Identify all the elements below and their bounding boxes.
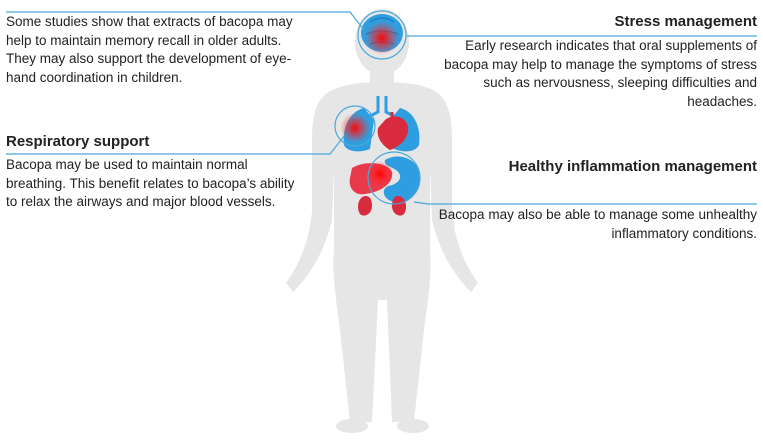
stress-callout-body: Early research indicates that oral suppl…: [444, 38, 757, 109]
leader-inflammation: [413, 201, 757, 205]
heart-icon: [377, 112, 409, 150]
stomach-icon: [367, 156, 421, 203]
memory-callout-body: Some studies show that extracts of bacop…: [6, 14, 293, 85]
ring-stomach: [367, 151, 421, 205]
leader-respiratory: [6, 134, 346, 155]
kidney-icon: [358, 196, 406, 216]
respiratory-callout-title: Respiratory support: [6, 133, 150, 150]
leader-memory: [6, 11, 365, 31]
brain-icon: [361, 14, 403, 55]
stress-callout-title: Stress management: [614, 13, 757, 30]
ring-lungs: [334, 105, 376, 147]
leader-lines: [6, 10, 757, 205]
respiratory-callout-body: Bacopa may be used to maintain normal br…: [6, 157, 295, 209]
ring-brain: [357, 10, 407, 60]
inflammation-callout-body: Bacopa may also be able to manage some u…: [438, 207, 757, 241]
inflammation-callout-title: Healthy inflammation management: [508, 158, 757, 175]
